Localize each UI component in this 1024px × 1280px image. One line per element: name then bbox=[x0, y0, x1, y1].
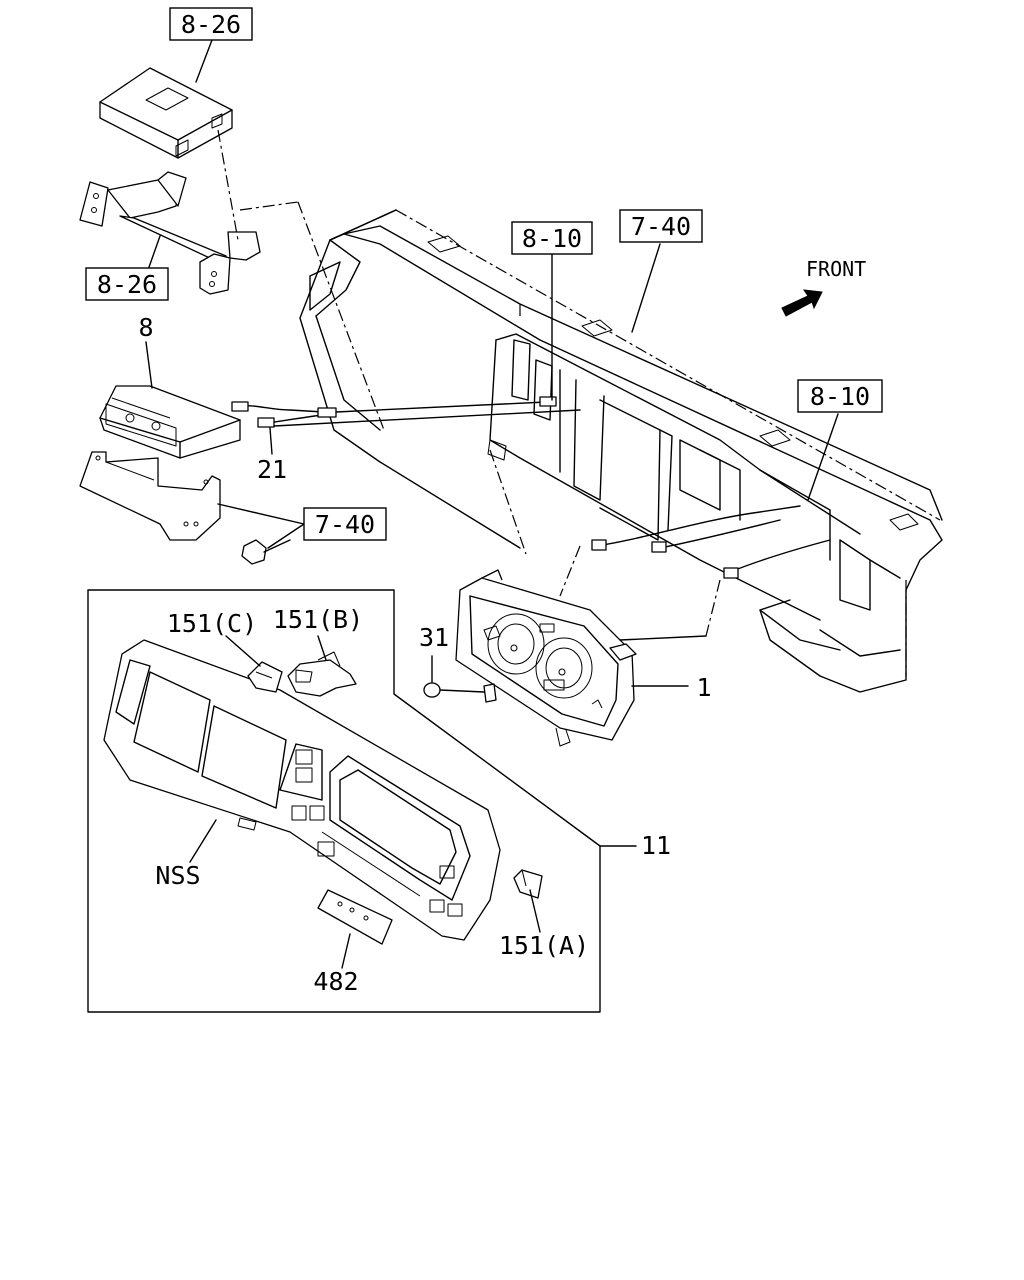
screw-left bbox=[241, 539, 291, 565]
screw-31 bbox=[423, 682, 497, 703]
clip-151b bbox=[287, 651, 357, 697]
ref-label-8-10-center: 8-10 bbox=[522, 224, 582, 253]
part-label-8: 8 bbox=[138, 313, 153, 342]
ref-label-8-10-right: 8-10 bbox=[810, 382, 870, 411]
radio-bracket bbox=[79, 451, 221, 541]
ref-label-7-40-top: 7-40 bbox=[631, 212, 691, 241]
ref-box-8-10-right bbox=[797, 379, 883, 413]
part-label-nss: NSS bbox=[155, 861, 200, 890]
ref-box-8-26-mid bbox=[85, 267, 169, 301]
ref-box-7-40-left bbox=[303, 507, 387, 541]
part-label-11: 11 bbox=[641, 831, 671, 860]
ref-label-7-40-left: 7-40 bbox=[315, 510, 375, 539]
instrument-cluster bbox=[455, 569, 707, 747]
ref-box-8-26-top bbox=[169, 7, 253, 41]
cluster-bezel bbox=[103, 639, 501, 941]
part-label-151a: 151(A) bbox=[499, 931, 589, 960]
part-label-31: 31 bbox=[419, 623, 449, 652]
clip-151a bbox=[513, 869, 543, 899]
part-label-482: 482 bbox=[313, 967, 358, 996]
part-label-21: 21 bbox=[257, 455, 287, 484]
control-module bbox=[99, 67, 233, 159]
part-label-151c: 151(C) bbox=[167, 609, 257, 638]
label-plate-482 bbox=[317, 889, 393, 945]
leader-lines bbox=[145, 39, 839, 969]
clip-151c bbox=[247, 661, 283, 693]
ref-label-8-26-mid: 8-26 bbox=[97, 270, 157, 299]
ref-box-7-40-top bbox=[619, 209, 703, 243]
radio-unit bbox=[99, 385, 241, 459]
detail-box bbox=[87, 589, 637, 1013]
arrow-up-right-icon bbox=[781, 289, 823, 317]
part-label-151b: 151(B) bbox=[273, 605, 363, 634]
dashboard-panel bbox=[299, 209, 943, 693]
front-label: FRONT bbox=[806, 257, 866, 281]
part-label-1: 1 bbox=[696, 673, 711, 702]
wire-harness-right bbox=[591, 505, 831, 579]
module-bracket bbox=[79, 171, 261, 295]
radio-cable bbox=[231, 396, 581, 428]
ref-label-8-26-top: 8-26 bbox=[181, 10, 241, 39]
ref-box-8-10-center bbox=[511, 221, 593, 255]
